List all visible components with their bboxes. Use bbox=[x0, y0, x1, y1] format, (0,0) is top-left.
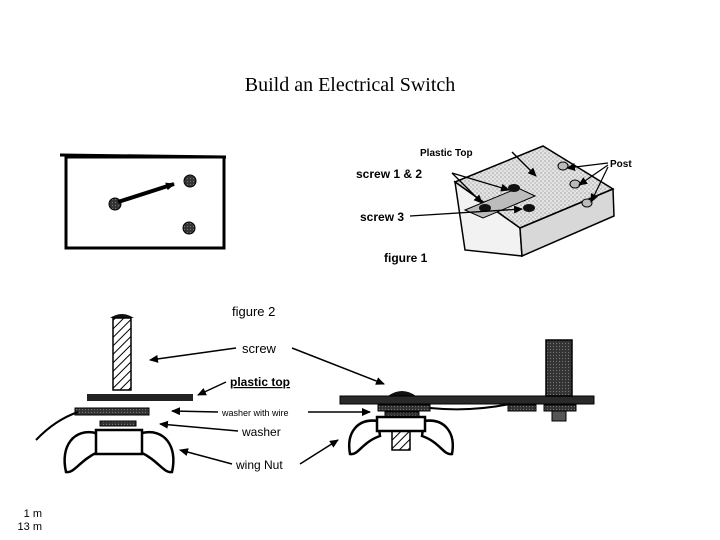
figure2-labels: figure 2 screw plastic top washer with w… bbox=[149, 304, 385, 472]
figure2-assembled bbox=[339, 339, 595, 456]
figure2-caption: figure 2 bbox=[232, 304, 275, 319]
assembled-screw-head bbox=[388, 391, 416, 396]
exploded-wire bbox=[35, 411, 79, 441]
assembled-washer-with-wire bbox=[377, 404, 431, 412]
label-wing-nut: wing Nut bbox=[235, 458, 283, 472]
schematic-frame bbox=[64, 155, 226, 250]
label-screw: screw bbox=[242, 341, 277, 356]
exploded-plastic-top bbox=[87, 394, 193, 401]
label-plastic-top: Plastic Top bbox=[420, 148, 473, 159]
screw-1 bbox=[479, 204, 491, 212]
figure1-block bbox=[453, 145, 615, 258]
footer-line-1: 1 m bbox=[23, 508, 42, 520]
exploded-washer-with-wire bbox=[74, 407, 150, 416]
figure1-caption: figure 1 bbox=[384, 251, 428, 265]
label-screw-1-2: screw 1 & 2 bbox=[356, 167, 422, 181]
exploded-wing-nut bbox=[63, 428, 175, 474]
figure1-labels: Plastic Top Post screw 1 & 2 screw 3 fig… bbox=[356, 148, 632, 265]
slide-footer-note: 1 m 13 m bbox=[6, 508, 42, 534]
slide-title: Build an Electrical Switch bbox=[244, 74, 456, 96]
assembled-post bbox=[545, 339, 573, 397]
label-washer: washer bbox=[241, 425, 281, 439]
exploded-screw bbox=[112, 317, 132, 391]
screw-3 bbox=[523, 204, 535, 212]
footer-line-2: 13 m bbox=[17, 521, 42, 533]
switch-schematic bbox=[59, 153, 227, 250]
label-post: Post bbox=[610, 159, 632, 170]
schematic-contact-bottom bbox=[182, 221, 196, 235]
post-3 bbox=[581, 198, 593, 208]
label-plastic-top-fig2: plastic top bbox=[230, 375, 290, 389]
assembled-post-nut bbox=[551, 410, 567, 422]
figure2-exploded bbox=[35, 314, 193, 474]
assembled-wire bbox=[429, 403, 511, 411]
post-2 bbox=[569, 179, 581, 189]
exploded-washer bbox=[99, 420, 137, 427]
assembled-wing-nut bbox=[347, 415, 455, 456]
schematic-contact-top bbox=[183, 174, 197, 188]
schematic-switch-arm bbox=[117, 182, 175, 204]
post-1 bbox=[557, 161, 569, 171]
label-washer-with-wire: washer with wire bbox=[221, 408, 289, 418]
assembled-plastic-top bbox=[339, 395, 595, 405]
screw-2 bbox=[508, 184, 520, 192]
label-screw-3: screw 3 bbox=[360, 210, 404, 224]
